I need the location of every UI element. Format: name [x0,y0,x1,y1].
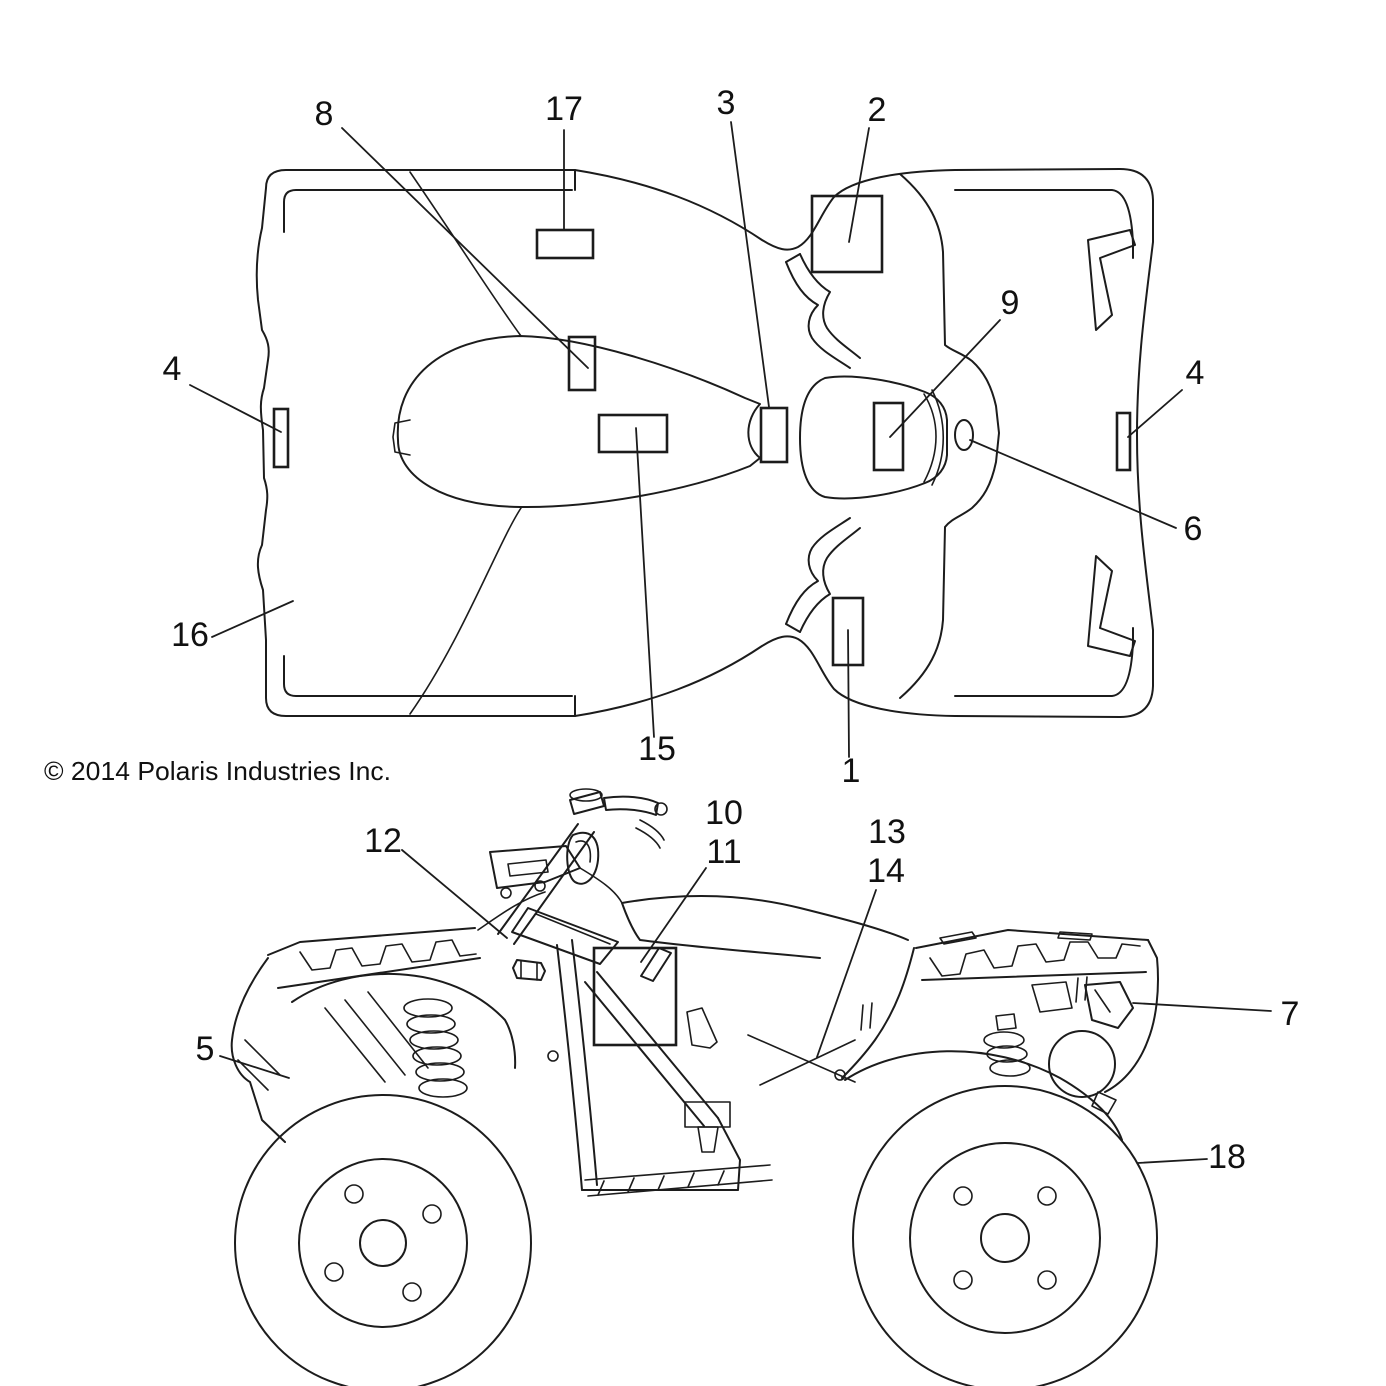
callout-1: 1 [842,752,861,790]
callout-6: 6 [1184,510,1203,548]
leader-line-8 [341,127,589,369]
side-view: 12 10 11 13 14 5 7 18 [196,788,1300,1386]
rear-wheel [852,1085,1158,1386]
rear-fender [841,939,1159,1141]
leader-line-13-14 [816,889,877,1058]
leader-line-7 [1132,1002,1272,1012]
leader-line-12 [401,849,508,939]
callout-8: 8 [315,95,334,133]
callout-15: 15 [638,730,676,768]
callout-9: 9 [1001,284,1020,322]
rear-rack [915,929,1149,981]
front-rack-inner-rail [954,189,1134,697]
rear-shock-spring [983,1013,1031,1077]
callout-16: 16 [171,616,209,654]
seat-profile [621,895,909,959]
callout-12: 12 [364,822,402,860]
leader-line-5 [219,1055,290,1079]
front-rack-slot-bottom [1087,555,1136,657]
handlebar-upper [785,253,861,369]
leader-line-2 [848,127,870,243]
rear-body-outline [396,335,761,509]
rear-rack-inner-rail [283,169,576,717]
callout-11: 11 [706,833,741,871]
leader-line-18 [1137,1158,1208,1164]
fuel-tank [511,907,619,981]
callout-2: 2 [868,91,887,129]
callout-14: 14 [867,852,905,890]
leader-line-1 [847,629,850,758]
decal-rect-11 [592,946,678,1047]
front-fender [230,927,517,1143]
dash-panel [477,845,623,931]
handlebar-lower [785,517,861,633]
muffler [1048,1030,1117,1115]
copyright-text: © 2014 Polaris Industries Inc. [44,756,391,786]
callout-5: 5 [196,1030,215,1068]
callout-4-right: 4 [1186,354,1205,392]
leader-line-15 [635,427,655,738]
leader-line-6 [969,439,1177,529]
callout-3: 3 [717,84,736,122]
steering-column [497,823,595,945]
front-rack-slot-top [1087,229,1136,331]
decal-rect-2 [810,194,884,274]
leader-line-9 [889,319,1001,438]
body-frame-lines [547,939,1088,1197]
callout-13: 13 [868,813,906,851]
decal-rect-4-left [272,407,290,469]
front-body-edge [899,173,1000,699]
callout-4-left: 4 [163,350,182,388]
decal-rect-9 [872,401,905,472]
decal-rect-3 [759,406,789,464]
front-wheel [234,1094,532,1386]
front-shock-spring [403,998,468,1098]
top-view-outline [255,168,1154,718]
rear-body-tab [392,419,411,456]
leader-line-4-left [189,384,282,433]
top-view: 8 17 3 2 9 4 4 6 16 15 1 [163,84,1205,790]
seat-seam [923,389,944,486]
callout-10: 10 [705,794,743,832]
callout-17: 17 [545,90,583,128]
leader-line-4-right [1127,389,1183,438]
leader-line-16 [211,600,294,638]
callout-18: 18 [1208,1138,1246,1176]
leader-line-3 [730,121,770,408]
handlebar-assembly [566,788,668,885]
decal-rect-17 [535,228,595,260]
fender-seam-bottom [409,507,522,715]
decal-rect-4-right [1115,411,1132,472]
callout-7: 7 [1281,995,1300,1033]
decal-rect-8 [567,335,597,392]
decal-rect-15 [597,413,669,454]
decal-10 [640,947,672,982]
seat-outline [799,375,948,500]
decal-oval-6 [954,419,974,451]
fender-seam-top [409,171,522,337]
leader-line-10-11 [640,867,707,963]
